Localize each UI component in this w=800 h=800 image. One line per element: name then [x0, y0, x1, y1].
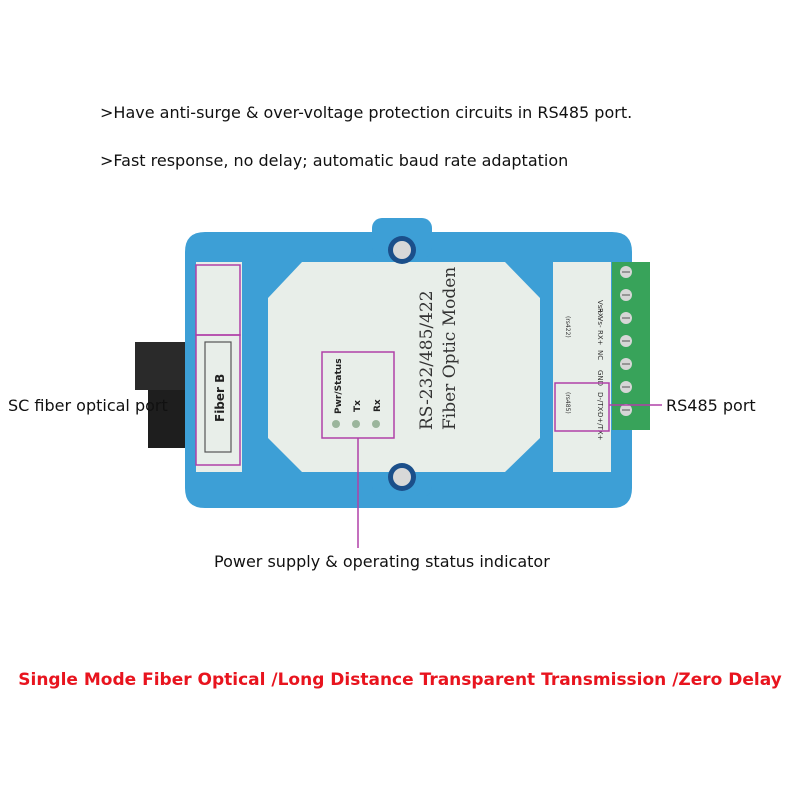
terminal-label-vs: Vs+ Vs-	[596, 300, 604, 328]
led-label-rx: Rx	[373, 399, 383, 412]
device-name-text: Fiber Optic Moden	[440, 267, 460, 430]
terminal-label-d-plus: D+/TX+	[596, 412, 604, 441]
feature-banner: Single Mode Fiber Optical /Long Distance…	[18, 670, 782, 690]
feature-line-response: >Fast response, no delay; automatic baud…	[100, 151, 569, 170]
terminal-block	[612, 262, 650, 430]
fiber-label-box	[204, 341, 232, 453]
terminal-screws	[620, 266, 632, 416]
feature-line-surge: >Have anti-surge & over-voltage protecti…	[100, 103, 633, 122]
led-pwr	[332, 420, 340, 428]
top-screw-head	[393, 241, 411, 259]
model-text: RS-232/485/422	[417, 290, 437, 430]
led-tx	[352, 420, 360, 428]
terminal-label-rx-plus: RX+	[596, 330, 604, 346]
led-label-pwr: Pwr/Status	[334, 358, 344, 414]
sc-connector	[135, 342, 185, 390]
terminal-label-gnd: GND	[596, 370, 604, 386]
bottom-screw-head	[393, 468, 411, 486]
led-label-tx: Tx	[353, 400, 363, 412]
sc-port-callout: SC fiber optical port	[8, 396, 168, 415]
led-rx	[372, 420, 380, 428]
terminal-label-nc: NC	[596, 350, 604, 360]
group-label-rs422: (rs422)	[564, 316, 571, 338]
highlight-fiber-b	[195, 334, 241, 466]
center-panel	[268, 262, 540, 472]
sc-connector-lower	[148, 390, 188, 448]
terminal-label-rx-minus: RX-	[596, 308, 604, 320]
right-panel	[553, 262, 611, 472]
highlight-rs485	[554, 382, 610, 432]
terminal-label-d-minus: D-/TX-	[596, 392, 604, 414]
rs485-callout: RS485 port	[666, 396, 756, 415]
fiber-label: Fiber B	[213, 374, 227, 422]
group-label-rs485: (rs485)	[564, 392, 571, 414]
indicator-callout: Power supply & operating status indicato…	[214, 552, 550, 571]
